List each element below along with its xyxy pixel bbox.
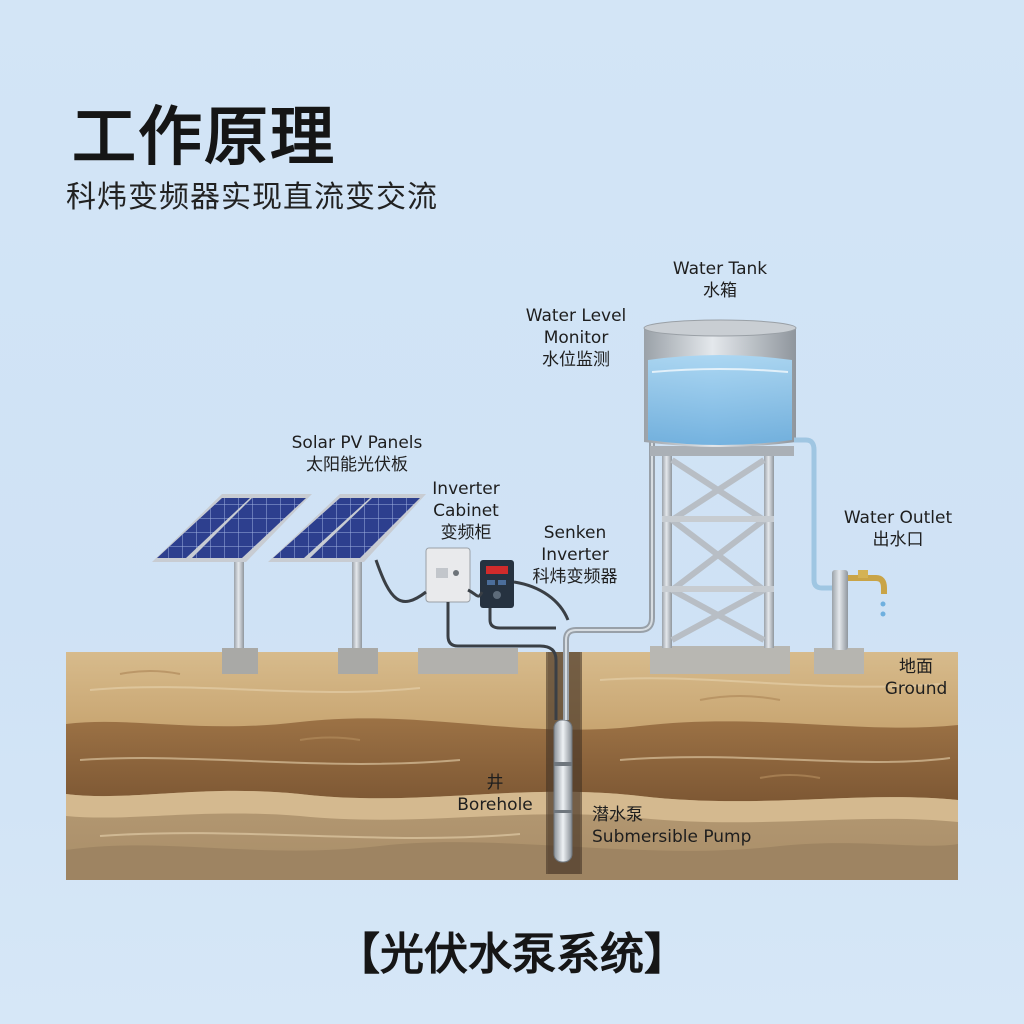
outlet-pipe [794,437,836,591]
label-senken-inverter: Senken Inverter 科炜变频器 [532,523,618,587]
power-cables [374,559,570,720]
page-subtitle: 科炜变频器实现直流变交流 [66,180,438,215]
label-submersible-pump: 潜水泵 Submersible Pump [592,805,752,847]
inverter-cabinet [418,547,518,674]
water-tank [643,319,797,447]
label-inverter-cabinet: Inverter Cabinet 变频柜 [432,479,500,543]
label-water-outlet: Water Outlet 出水口 [843,508,953,550]
water-outlet-tap [814,570,887,674]
label-water-tank: Water Tank 水箱 [672,259,768,301]
label-ground: 地面 Ground [884,657,948,699]
solar-panel-array-left [152,494,312,674]
label-solar-panels: Solar PV Panels 太阳能光伏板 [291,433,423,475]
solar-panel-array-right [268,494,426,674]
ground-cross-section [66,652,958,880]
diagram-caption: 【光伏水泵系统】 [336,929,688,980]
senken-inverter [480,560,514,608]
label-water-level-monitor: Water Level Monitor 水位监测 [525,306,627,370]
label-borehole: 井 Borehole [457,773,533,815]
page-title: 工作原理 [72,101,336,175]
submersible-pump [553,719,573,863]
tank-stand [650,446,794,674]
